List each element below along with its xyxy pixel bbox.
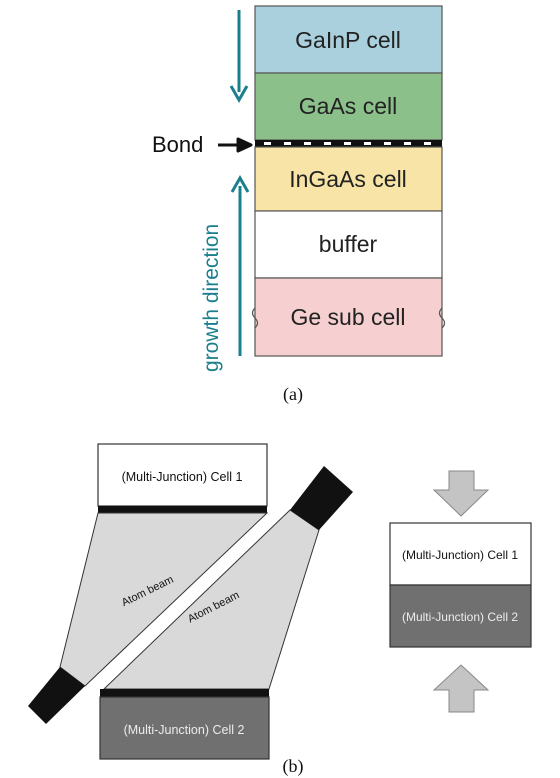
- left-cell-1-surface: [98, 506, 267, 513]
- layer-gainp: [254, 5, 443, 74]
- growth-direction-label: growth direction: [200, 224, 223, 372]
- layer-ge-sub-label: Ge sub cell: [290, 304, 405, 330]
- layer-buffer-label: buffer: [319, 231, 378, 257]
- upper-beam-source: [28, 667, 85, 724]
- right-cell-2-label: (Multi-Junction) Cell 2: [402, 610, 518, 624]
- left-cell-2-label: (Multi-Junction) Cell 2: [124, 723, 245, 737]
- layer-ingaas: [254, 146, 443, 212]
- layer-gaas-label: GaAs cell: [299, 93, 397, 119]
- caption-b: (b): [283, 756, 304, 777]
- panel-a: GaInP cell GaAs cell InGaAs cell buffer …: [152, 5, 446, 405]
- caption-a: (a): [283, 384, 303, 405]
- press-up-arrow: [432, 664, 490, 713]
- right-cell-1: [389, 522, 532, 586]
- press-down-arrow: [432, 470, 490, 517]
- layer-ingaas-label: InGaAs cell: [289, 166, 407, 192]
- growth-arrow-head: [230, 174, 250, 193]
- right-cell-1-label: (Multi-Junction) Cell 1: [402, 548, 518, 562]
- left-cell-2-surface: [100, 689, 269, 697]
- panel-b: (Multi-Junction) Cell 1 Atom beam Atom b…: [28, 443, 532, 777]
- break-mark-left: [251, 307, 259, 329]
- bond-gaps: [264, 142, 431, 145]
- down-arrow-head: [229, 85, 249, 104]
- layer-ge-sub: [254, 277, 443, 357]
- left-cell-2: [99, 696, 270, 760]
- layer-gainp-label: GaInP cell: [295, 27, 401, 53]
- right-cell-2: [389, 584, 532, 648]
- break-mark-right: [438, 307, 446, 329]
- bond-label: Bond: [152, 132, 203, 157]
- bond-arrow: [218, 137, 253, 153]
- lower-beam-source: [290, 466, 353, 530]
- left-cell-1-label: (Multi-Junction) Cell 1: [122, 470, 243, 484]
- layer-gaas: [254, 72, 443, 141]
- left-cell-1: [97, 443, 268, 507]
